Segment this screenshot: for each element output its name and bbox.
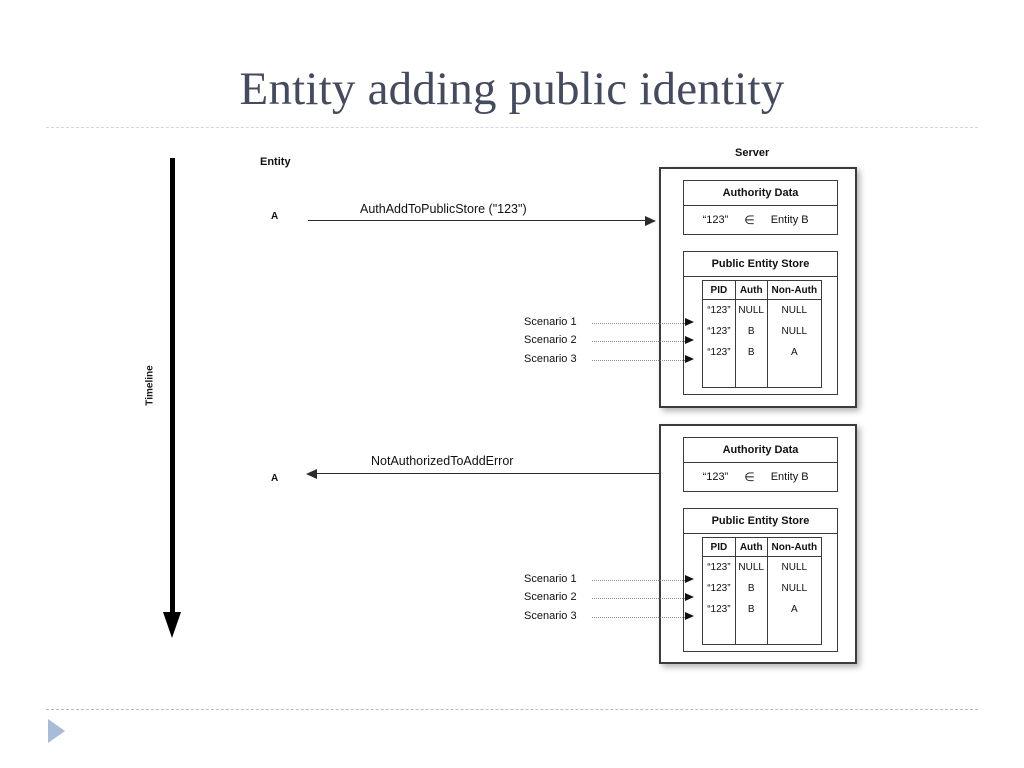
scenario-arrowhead-1-bottom-icon (685, 575, 694, 583)
authority-data-title: Authority Data (684, 438, 837, 463)
message-line-response (314, 473, 659, 474)
authority-data-panel-top: Authority Data “123” ∈ Entity B (683, 180, 838, 235)
message-arrowhead-left-icon (306, 469, 317, 479)
cell-auth: B (735, 320, 768, 342)
title-divider (46, 127, 978, 128)
timeline-label: Timeline (144, 365, 156, 406)
scenario-leader-3-bottom (592, 617, 685, 618)
element-of-symbol-icon: ∈ (744, 213, 755, 227)
message-label-request: AuthAddToPublicStore ("123") (360, 202, 527, 216)
scenario-label-1-top: Scenario 1 (524, 316, 577, 328)
column-header-non-auth: Non-Auth (767, 280, 822, 300)
cell-non-auth: NULL (781, 582, 808, 594)
cell-non-auth: NULL (781, 304, 808, 316)
scenario-label-3-bottom: Scenario 3 (524, 610, 577, 622)
table-empty-row (702, 362, 822, 388)
cell-auth: B (735, 598, 768, 620)
public-entity-store-panel-bottom: Public Entity Store PID Auth Non-Auth “1… (683, 508, 838, 652)
table-row: “123” NULL NULL (702, 299, 822, 321)
scenario-leader-3-top (592, 360, 685, 361)
cell-auth: B (735, 577, 768, 599)
cell-auth: NULL (735, 556, 768, 578)
cell-non-auth: NULL (781, 561, 808, 573)
cell-non-auth: A (790, 603, 798, 615)
column-header-non-auth: Non-Auth (767, 537, 822, 557)
cell-pid: “123” (702, 299, 736, 321)
server-box-bottom: Authority Data “123” ∈ Entity B Public E… (659, 424, 857, 664)
timeline-arrowhead-icon (163, 612, 181, 638)
authority-data-title: Authority Data (684, 181, 837, 206)
table-row: “123” B NULL (702, 320, 822, 342)
authority-pid-value: “123” (702, 214, 729, 226)
scenario-label-2-bottom: Scenario 2 (524, 591, 577, 603)
scenario-arrowhead-3-bottom-icon (685, 612, 694, 620)
authority-pid-value: “123” (702, 471, 729, 483)
scenario-arrowhead-3-top-icon (685, 355, 694, 363)
column-header-auth: Auth (735, 537, 768, 557)
cell-non-auth: NULL (781, 325, 808, 337)
scenario-arrowhead-2-top-icon (685, 336, 694, 344)
public-entity-store-title: Public Entity Store (684, 252, 837, 277)
authority-data-panel-bottom: Authority Data “123” ∈ Entity B (683, 437, 838, 492)
cell-auth: NULL (735, 299, 768, 321)
table-empty-row (702, 619, 822, 645)
cell-pid: “123” (702, 341, 736, 363)
message-line-request (308, 220, 648, 221)
scenario-arrowhead-2-bottom-icon (685, 593, 694, 601)
authority-data-row: “123” ∈ Entity B (684, 463, 837, 491)
scenario-label-1-bottom: Scenario 1 (524, 573, 577, 585)
timeline-axis (170, 158, 175, 613)
actor-a-bottom: A (271, 473, 279, 484)
authority-entity-value: Entity B (770, 214, 809, 226)
scenario-leader-1-bottom (592, 580, 685, 581)
public-entity-store-title: Public Entity Store (684, 509, 837, 534)
cell-pid: “123” (702, 556, 736, 578)
footer-divider (46, 709, 978, 710)
cell-pid: “123” (702, 577, 736, 599)
next-slide-triangle-icon[interactable] (48, 719, 65, 743)
authority-entity-value: Entity B (770, 471, 809, 483)
cell-pid: “123” (702, 598, 736, 620)
public-entity-store-table-top: PID Auth Non-Auth “123” NULL NULL “123” … (702, 280, 822, 388)
cell-non-auth: A (790, 346, 798, 358)
scenario-label-3-top: Scenario 3 (524, 353, 577, 365)
column-header-pid: PID (702, 537, 736, 557)
column-header-pid: PID (702, 280, 736, 300)
cell-pid: “123” (702, 320, 736, 342)
authority-data-row: “123” ∈ Entity B (684, 206, 837, 234)
scenario-label-2-top: Scenario 2 (524, 334, 577, 346)
public-entity-store-panel-top: Public Entity Store PID Auth Non-Auth “1… (683, 251, 838, 395)
table-header-row: PID Auth Non-Auth (702, 537, 822, 557)
scenario-leader-1-top (592, 323, 685, 324)
page-title: Entity adding public identity (239, 63, 785, 115)
public-entity-store-table-bottom: PID Auth Non-Auth “123” NULL NULL “123” … (702, 537, 822, 645)
entity-column-heading: Entity (260, 156, 291, 168)
message-arrowhead-right-icon (645, 216, 656, 226)
server-box-top: Authority Data “123” ∈ Entity B Public E… (659, 167, 857, 408)
scenario-leader-2-bottom (592, 598, 685, 599)
table-header-row: PID Auth Non-Auth (702, 280, 822, 300)
message-label-response: NotAuthorizedToAddError (371, 454, 514, 468)
column-header-auth: Auth (735, 280, 768, 300)
server-heading: Server (735, 147, 770, 159)
cell-auth: B (735, 341, 768, 363)
table-row: “123” NULL NULL (702, 556, 822, 578)
element-of-symbol-icon: ∈ (744, 470, 755, 484)
table-row: “123” B A (702, 598, 822, 620)
scenario-arrowhead-1-top-icon (685, 318, 694, 326)
table-row: “123” B A (702, 341, 822, 363)
scenario-leader-2-top (592, 341, 685, 342)
actor-a-top: A (271, 211, 279, 222)
table-row: “123” B NULL (702, 577, 822, 599)
